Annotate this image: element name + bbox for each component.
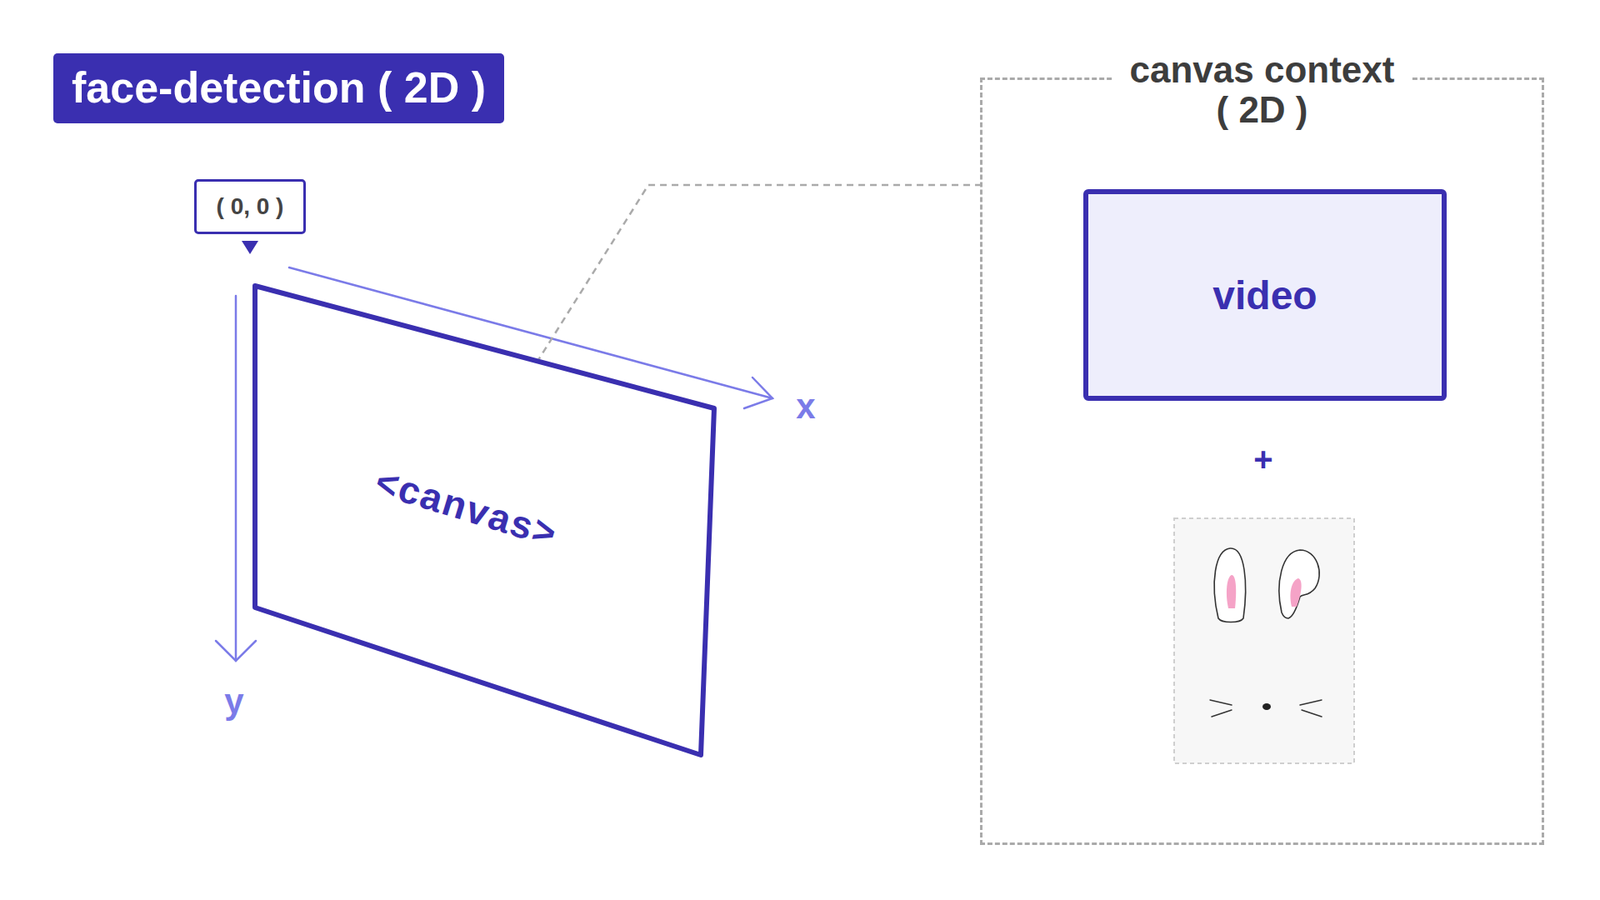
leader-connector: [524, 185, 980, 383]
title-banner: face-detection ( 2D ): [53, 53, 505, 124]
plus-sign: +: [1253, 440, 1273, 479]
video-box-text: video: [1212, 272, 1317, 319]
axis-label: x: [795, 386, 815, 427]
video-box: video: [1083, 189, 1447, 401]
y-axis: [215, 295, 256, 661]
origin-callout-text: ( 0, 0 ): [216, 191, 285, 222]
canvas-element: <canvas>: [255, 285, 715, 755]
axis-label: y: [224, 681, 244, 722]
origin-callout: ( 0, 0 ): [194, 179, 307, 235]
title-text: face-detection ( 2D ): [71, 63, 486, 114]
bunny-sticker: [1174, 518, 1355, 764]
callout-pointer: [241, 240, 259, 255]
context-region-text: canvas context ( 2D ): [1113, 50, 1412, 131]
